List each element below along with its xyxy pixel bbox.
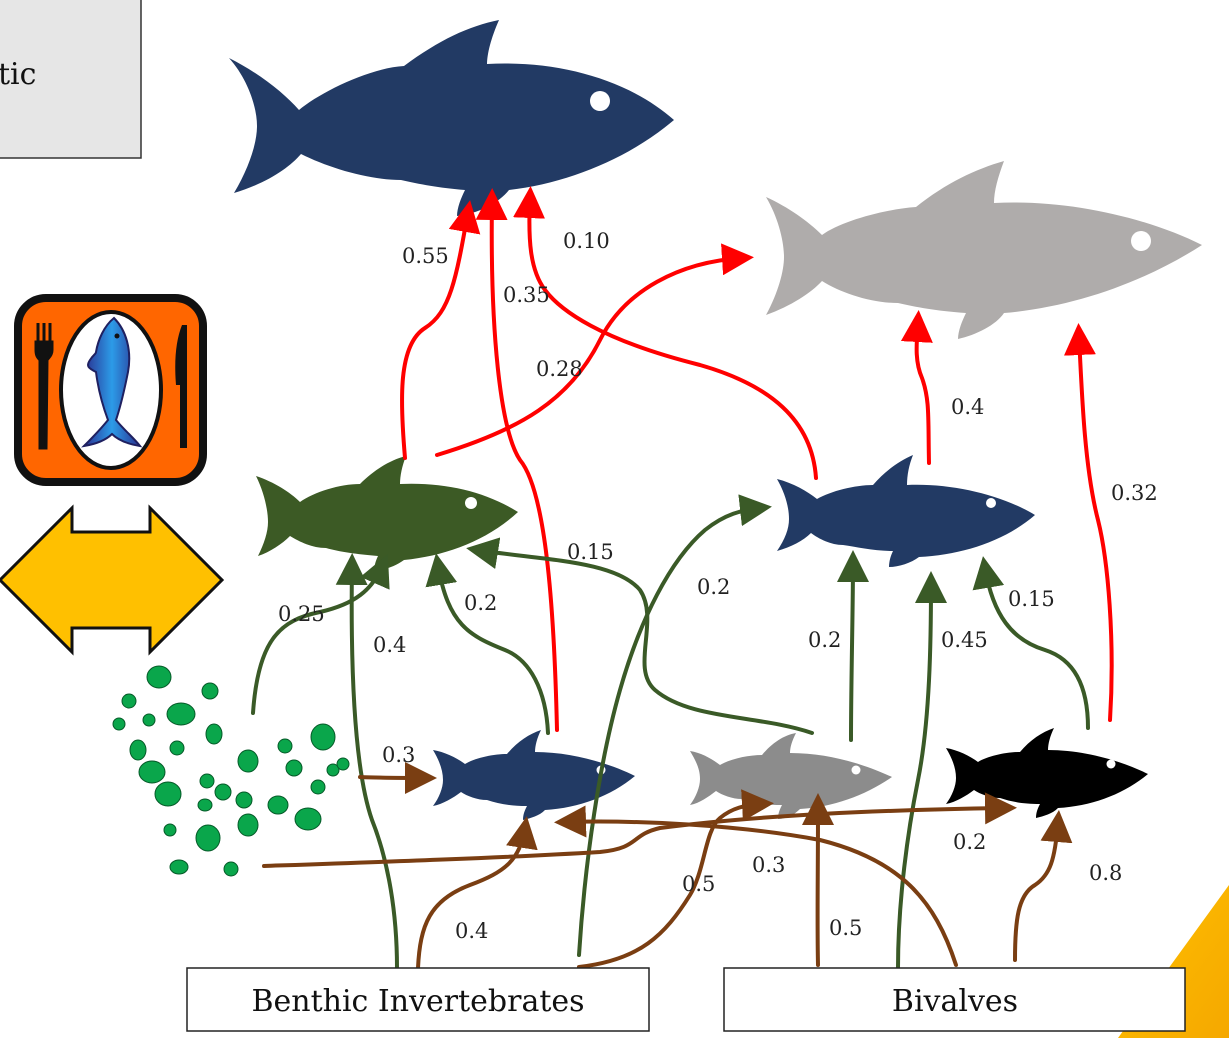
top-left-box-text: tic bbox=[0, 57, 36, 92]
edge-label: 0.10 bbox=[563, 229, 610, 253]
edge-label: 0.28 bbox=[536, 357, 583, 381]
green-arrow-bivalves-to-midnavy-045 bbox=[898, 583, 931, 968]
green-fish-icon bbox=[256, 456, 518, 572]
edge-label: 0.5 bbox=[682, 872, 715, 896]
edge-label: 0.55 bbox=[402, 244, 449, 268]
green-arrow-plankton-to-green-025 bbox=[253, 565, 383, 713]
edge-label: 0.4 bbox=[455, 919, 488, 943]
large-gray-fish-icon bbox=[766, 161, 1202, 339]
fish-on-plate-icon bbox=[18, 298, 203, 482]
benthic-invertebrates-label: Benthic Invertebrates bbox=[251, 984, 584, 1019]
plankton-cluster-icon bbox=[113, 666, 349, 876]
edge-label: 0.3 bbox=[752, 853, 785, 877]
edge-label: 0.32 bbox=[1111, 481, 1158, 505]
edge-label: 0.15 bbox=[1008, 587, 1055, 611]
red-arrow-black-to-gray-032 bbox=[1079, 335, 1112, 720]
edge-label: 0.2 bbox=[464, 591, 497, 615]
benthic-invertebrates-box: Benthic Invertebrates bbox=[187, 968, 649, 1031]
small-gray-fish-icon bbox=[690, 733, 892, 819]
edge-label: 0.2 bbox=[697, 575, 730, 599]
edge-label: 0.25 bbox=[278, 602, 325, 626]
edge-label: 0.5 bbox=[829, 916, 862, 940]
edge-label: 0.3 bbox=[382, 743, 415, 767]
edge-label: 0.8 bbox=[1089, 861, 1122, 885]
bivalves-box: Bivalves bbox=[724, 968, 1185, 1031]
edge-label: 0.35 bbox=[503, 283, 550, 307]
small-navy-fish-icon bbox=[433, 730, 635, 820]
top-predator-fish-icon bbox=[229, 20, 674, 216]
edge-label: 0.4 bbox=[951, 395, 984, 419]
top-left-box: tic bbox=[0, 0, 141, 158]
brown-arrow-plankton-to-smallnavy-03 bbox=[360, 777, 425, 778]
double-arrow-icon bbox=[0, 508, 222, 652]
green-arrow-smallgray-to-midnavy-02 bbox=[851, 562, 853, 740]
edge-label: 0.15 bbox=[567, 540, 614, 564]
edge-label: 0.45 bbox=[941, 628, 988, 652]
red-arrow-green-to-gray-028 bbox=[437, 258, 742, 455]
edge-label: 0.4 bbox=[373, 633, 406, 657]
bivalves-label: Bivalves bbox=[892, 984, 1018, 1019]
brown-arrow-plankton-to-black-02 bbox=[264, 808, 1005, 866]
edge-label: 0.2 bbox=[808, 628, 841, 652]
green-arrow-smallgray-to-green-015 bbox=[478, 550, 812, 733]
red-arrow-midnavy-to-gray-04 bbox=[917, 322, 929, 463]
green-arrow-benthic-to-midnavy-02 bbox=[579, 508, 760, 955]
brown-arrow-bivalves-to-black-08 bbox=[1015, 822, 1058, 960]
brown-arrow-benthic-to-smallnavy-04 bbox=[418, 828, 525, 968]
small-black-fish-icon bbox=[946, 728, 1148, 818]
edge-label: 0.2 bbox=[953, 830, 986, 854]
